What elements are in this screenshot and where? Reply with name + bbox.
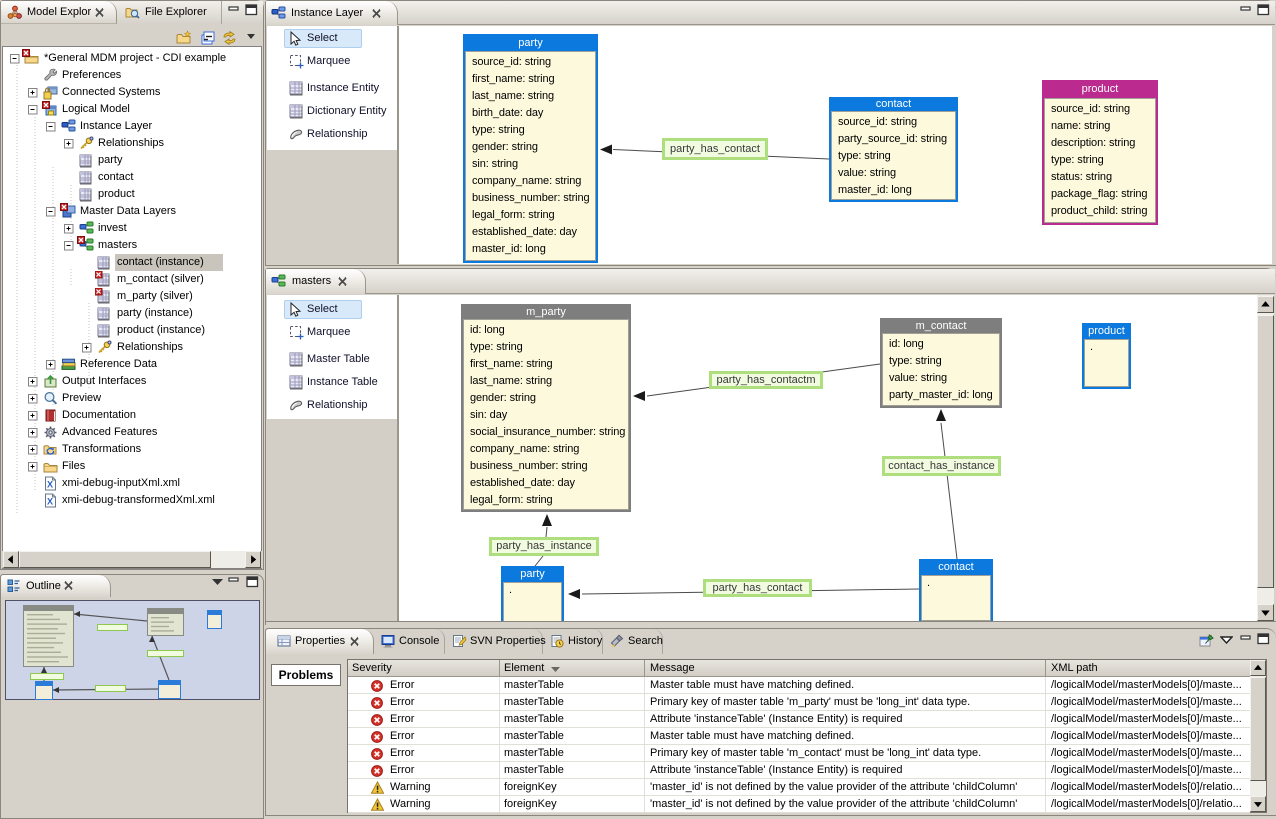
svg-text:X: X	[47, 497, 53, 507]
svg-text:X: X	[47, 480, 53, 490]
